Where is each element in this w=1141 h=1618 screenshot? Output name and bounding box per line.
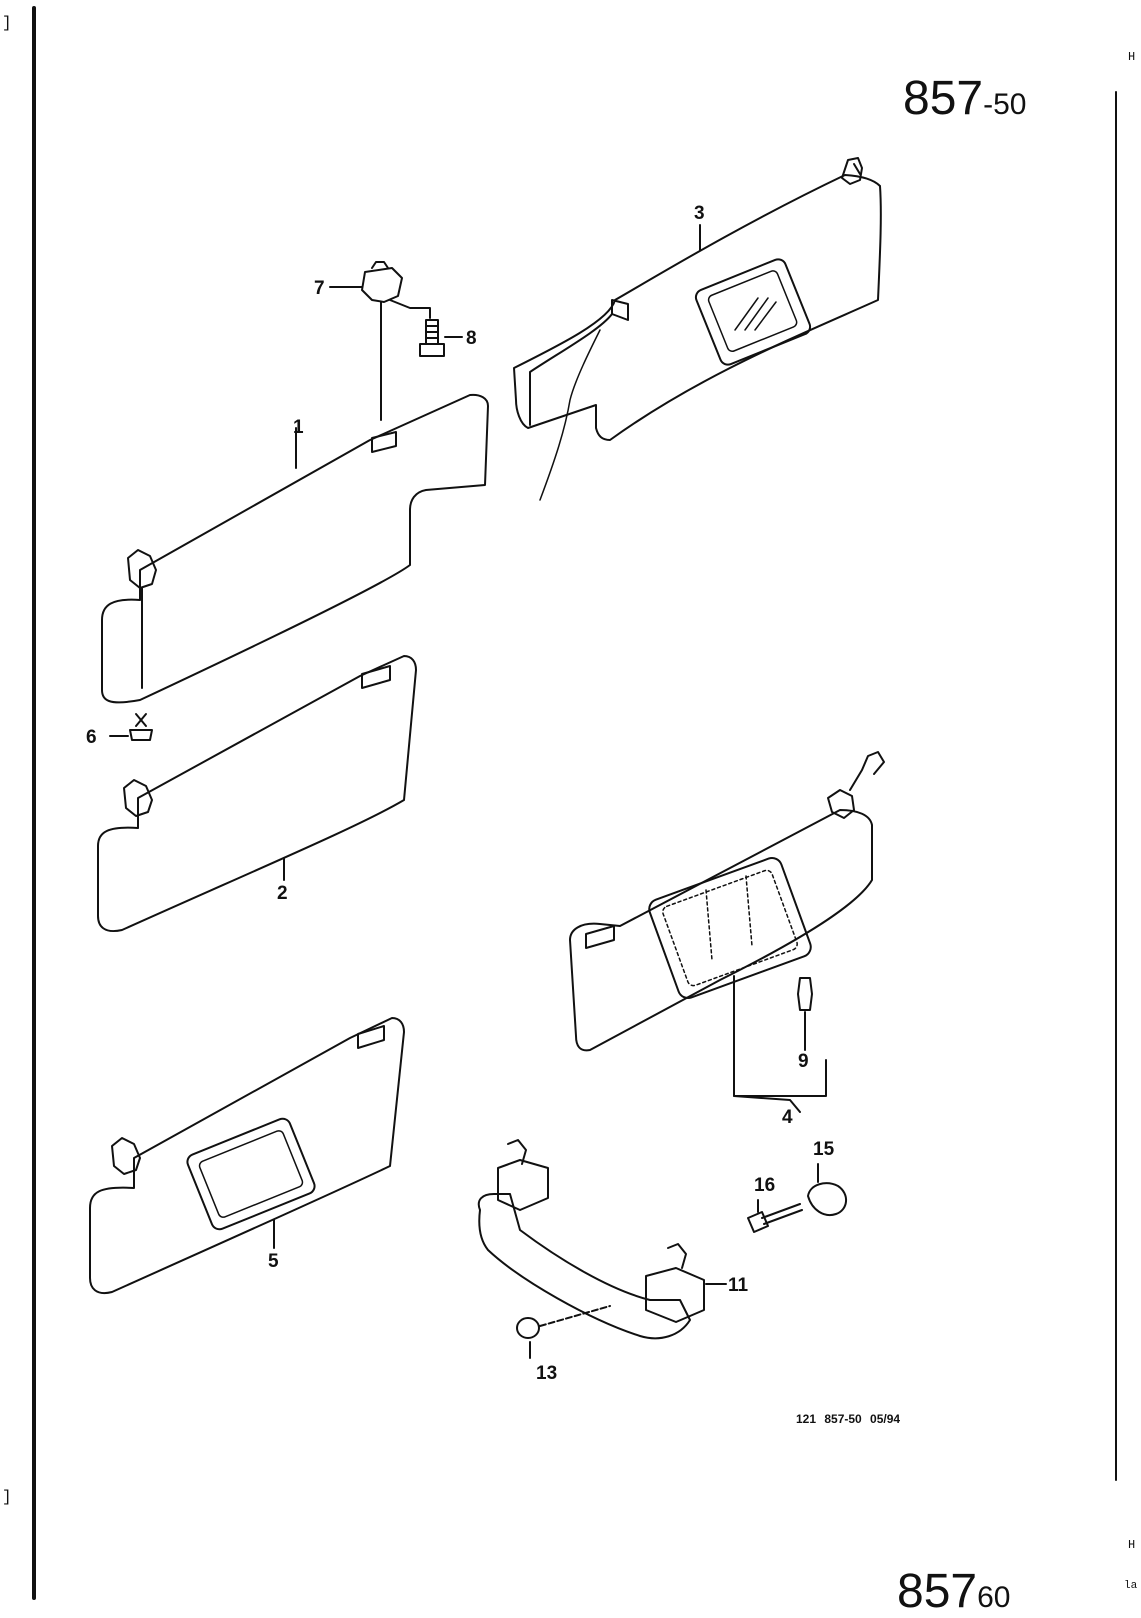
callout-11: 11 bbox=[728, 1275, 749, 1296]
sun-visor-part-3 bbox=[513, 157, 882, 441]
sun-visor-part-1 bbox=[101, 393, 489, 704]
edge-bracket-top: ] bbox=[2, 14, 12, 32]
paper-crack bbox=[539, 329, 601, 501]
callout-3: 3 bbox=[694, 203, 705, 224]
visor-clip-part-7 bbox=[361, 261, 431, 421]
screw-part-16 bbox=[747, 1199, 803, 1233]
screw-part-8 bbox=[419, 319, 445, 357]
page-code-suffix: -50 bbox=[983, 88, 1027, 121]
grab-handle-part-11 bbox=[477, 1139, 727, 1340]
edge-letter-corner: la bbox=[1124, 1580, 1138, 1592]
edge-letter-top: H bbox=[1128, 50, 1136, 64]
callout-2: 2 bbox=[277, 883, 288, 904]
edge-bracket-bottom: ] bbox=[2, 1488, 12, 1506]
sun-visor-part-2 bbox=[97, 655, 417, 932]
callout-8: 8 bbox=[466, 328, 477, 349]
page-code-header: 857-50 bbox=[903, 75, 1026, 123]
callout-13: 13 bbox=[536, 1363, 558, 1384]
callout-15: 15 bbox=[813, 1139, 835, 1160]
callout-1: 1 bbox=[293, 417, 304, 438]
next-page-code-suffix: 60 bbox=[977, 1581, 1011, 1614]
cap-part-15 bbox=[807, 1163, 847, 1216]
cover-cap-part-13 bbox=[516, 1305, 611, 1359]
callout-5: 5 bbox=[268, 1251, 279, 1272]
knob-part-6 bbox=[129, 713, 153, 741]
sun-visor-part-4 bbox=[569, 751, 885, 1113]
next-page-code-main: 857 bbox=[897, 1565, 978, 1618]
next-page-code: 85760 bbox=[897, 1568, 1010, 1616]
page-code-main: 857 bbox=[903, 72, 984, 125]
callout-16: 16 bbox=[754, 1175, 776, 1196]
callout-4: 4 bbox=[782, 1107, 793, 1128]
callout-7: 7 bbox=[314, 278, 325, 299]
edge-letter-bottom: H bbox=[1128, 1538, 1136, 1552]
bulb-part-9 bbox=[797, 977, 813, 1051]
callout-6: 6 bbox=[86, 727, 97, 748]
callout-9: 9 bbox=[798, 1051, 809, 1072]
drawing-reference-code: 121 857-50 05/94 bbox=[796, 1412, 901, 1426]
sun-visor-part-5 bbox=[89, 1017, 405, 1294]
